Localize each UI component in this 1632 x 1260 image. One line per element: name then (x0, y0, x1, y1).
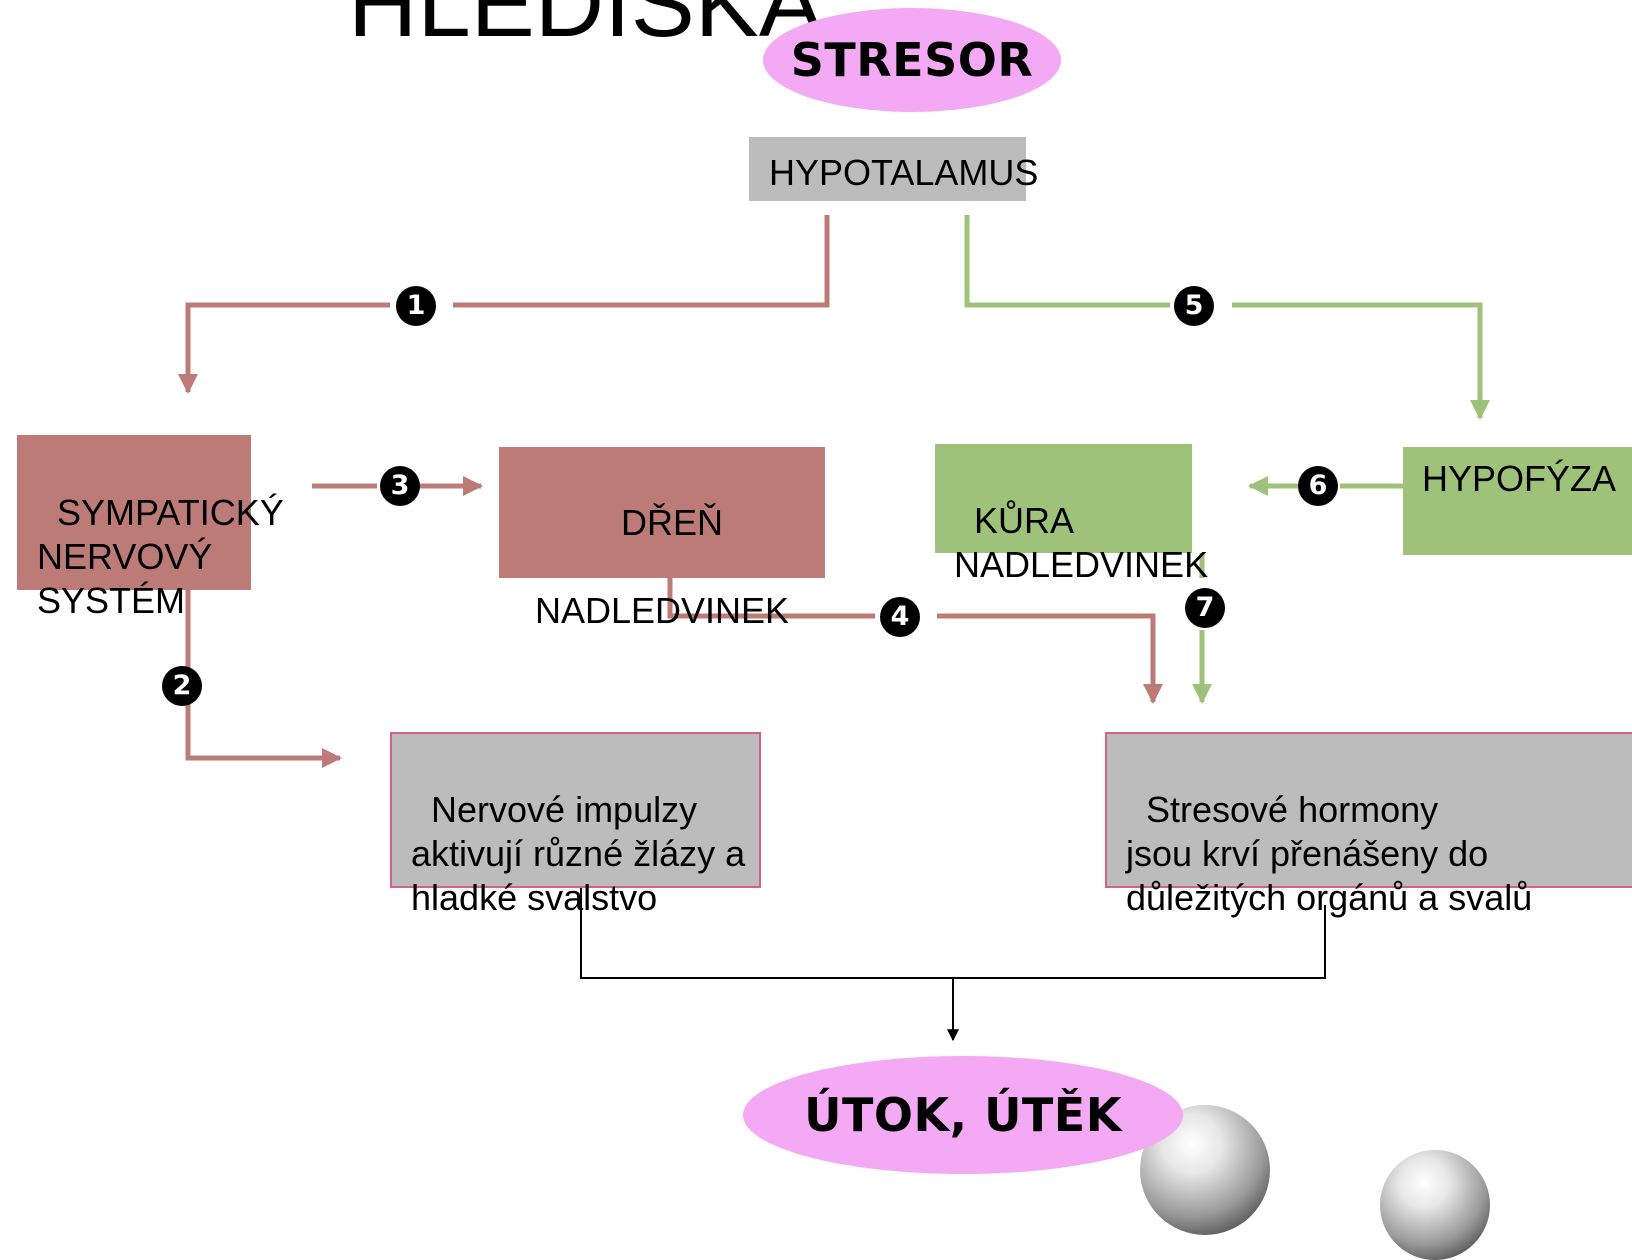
utok-utek-node: ÚTOK, ÚTĚK (743, 1056, 1183, 1174)
hypofyza-node: HYPOFÝZA (1403, 447, 1632, 555)
step-5-badge: 5 (1174, 286, 1214, 326)
step-7-badge: 7 (1185, 588, 1225, 628)
arrow-5-right-segment (1232, 302, 1490, 420)
arrow-5-left-segment (964, 215, 1170, 308)
stresor-node: STRESOR (763, 8, 1061, 112)
kura-nadledvinek-node: KŮRA NADLEDVINEK (935, 444, 1208, 585)
nervove-impulzy-node: Nervové impulzy aktivují různé žlázy a h… (390, 732, 761, 918)
utok-utek-label: ÚTOK, ÚTĚK (804, 1088, 1122, 1142)
hypofyza-label: HYPOFÝZA (1422, 458, 1617, 499)
stresove-label: Stresové hormony jsou krví přenášeny do … (1126, 789, 1533, 918)
arrow-1-right-segment (453, 215, 830, 308)
sympaticky-label: SYMPATICKÝ NERVOVÝ SYSTÉM (37, 492, 284, 621)
connector-arrows (178, 215, 1490, 1042)
step-3-badge: 3 (380, 466, 420, 506)
step-6-badge: 6 (1298, 466, 1338, 506)
dren-nadledvinek-node: DŘEŇ NADLEDVINEK (499, 447, 825, 631)
step-4-badge: 4 (880, 597, 920, 637)
arrow-1-left-segment (178, 302, 390, 394)
step-1-badge: 1 (396, 286, 436, 326)
arrow-4-right-segment (937, 613, 1163, 704)
arrow-2 (185, 590, 342, 768)
hypotalamus-node: HYPOTALAMUS (749, 137, 1038, 201)
dren-label: DŘEŇ NADLEDVINEK (534, 502, 790, 631)
slide-title: HLEDISKA (348, 0, 823, 57)
step-2-badge: 2 (162, 666, 202, 706)
sympaticky-nervovy-system-node: SYMPATICKÝ NERVOVÝ SYSTÉM (17, 435, 284, 621)
kura-label: KŮRA NADLEDVINEK (954, 500, 1209, 585)
nervove-label: Nervové impulzy aktivují různé žlázy a h… (411, 789, 746, 918)
hypotalamus-label: HYPOTALAMUS (769, 152, 1039, 193)
stresor-label: STRESOR (790, 33, 1034, 87)
stresove-hormony-node: Stresové hormony jsou krví přenášeny do … (1105, 732, 1632, 918)
arrow-4-left-segment (667, 578, 875, 619)
decorative-sphere (1380, 1150, 1490, 1260)
